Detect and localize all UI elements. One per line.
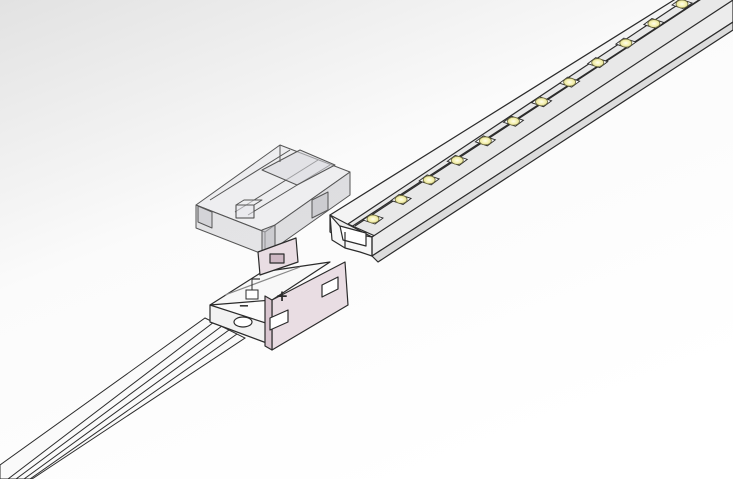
led-chip <box>558 76 581 88</box>
power-cable <box>0 317 246 479</box>
wire-connector-body <box>209 237 349 351</box>
led-chips <box>362 0 693 225</box>
terminal-square <box>245 289 259 300</box>
led-chip <box>502 115 525 127</box>
led-chip <box>390 193 413 205</box>
led-chip <box>642 18 665 30</box>
led-chip <box>614 37 637 49</box>
polarity-markings: + − <box>239 278 289 314</box>
led-chip <box>586 57 609 69</box>
led-chip <box>418 174 441 186</box>
led-chip <box>446 154 469 166</box>
led-chip <box>362 213 384 225</box>
plus-mark: + <box>276 287 289 305</box>
led-chip <box>671 0 693 10</box>
led-chip <box>474 135 497 147</box>
minus-mark: − <box>239 299 250 314</box>
clear-connector-cap <box>195 144 351 256</box>
led-chip <box>530 96 553 108</box>
